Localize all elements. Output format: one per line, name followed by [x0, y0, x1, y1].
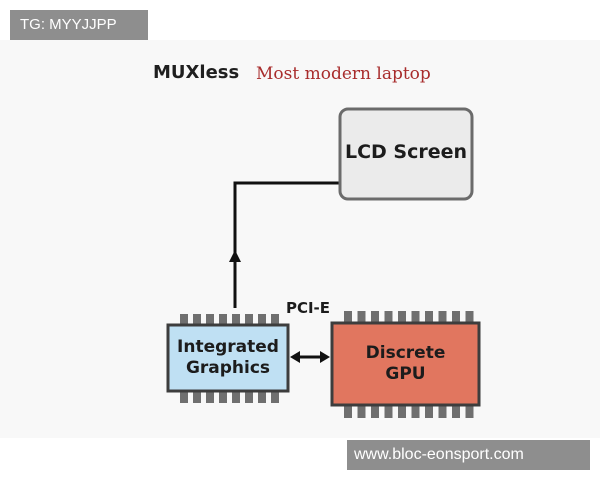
- igpu-pin-bottom: [219, 390, 227, 403]
- igpu-pin-top: [193, 314, 201, 327]
- dgpu-pin-bottom: [425, 404, 433, 418]
- lcd-screen-box: [338, 107, 474, 201]
- dgpu-pin-bottom: [371, 404, 379, 418]
- igpu-pin-top: [245, 314, 253, 327]
- dgpu-pin-bottom: [465, 404, 474, 418]
- discrete-gpu-chip: [330, 321, 481, 407]
- igpu-pin-bottom: [245, 390, 253, 403]
- dgpu-pin-top: [384, 311, 393, 325]
- dgpu-pin-top: [344, 311, 352, 325]
- igpu-pin-bottom: [206, 390, 214, 403]
- lcd-screen-label: LCD Screen: [344, 141, 468, 163]
- dgpu-pin-bottom: [344, 404, 352, 418]
- dgpu-pin-top: [371, 311, 379, 325]
- igpu-pin-bottom: [193, 390, 201, 403]
- integrated-graphics-label-line2: Graphics: [185, 358, 271, 378]
- pcie-arrow-left: [290, 351, 300, 363]
- igpu-pin-bottom: [180, 390, 188, 403]
- dgpu-pin-bottom: [438, 404, 447, 418]
- dgpu-pin-top: [425, 311, 433, 325]
- dgpu-pin-bottom: [384, 404, 393, 418]
- integrated-graphics-label: Integrated Graphics: [168, 337, 288, 379]
- igpu-pin-bottom: [258, 390, 266, 403]
- integrated-graphics-label-line1: Integrated: [177, 337, 279, 357]
- watermark-bottom: www.bloc-eonsport.com: [347, 440, 590, 470]
- igpu-pin-top: [206, 314, 214, 327]
- diagram-panel: [0, 40, 600, 438]
- discrete-gpu-label: Discrete GPU: [332, 343, 479, 385]
- dgpu-pin-top: [398, 311, 406, 325]
- dgpu-pin-bottom: [411, 404, 420, 418]
- pcie-label: PCI-E: [285, 299, 331, 317]
- igpu-pin-bottom: [232, 390, 240, 403]
- igpu-pins: [180, 314, 279, 403]
- igpu-pin-top: [271, 314, 279, 327]
- dgpu-pin-top: [465, 311, 474, 325]
- dgpu-pin-bottom: [452, 404, 460, 418]
- diagram-title: MUXless: [153, 62, 240, 83]
- pcie-arrow-right: [320, 351, 330, 363]
- igpu-pin-top: [258, 314, 266, 327]
- dgpu-pins: [344, 311, 474, 418]
- igpu-pin-top: [219, 314, 227, 327]
- watermark-top: TG: MYYJJPP: [10, 10, 148, 40]
- integrated-graphics-chip: [166, 323, 290, 393]
- igpu-pin-top: [180, 314, 188, 327]
- igpu-pin-top: [232, 314, 240, 327]
- dgpu-pin-top: [411, 311, 420, 325]
- dgpu-pin-top: [438, 311, 447, 325]
- discrete-gpu-label-line2: GPU: [385, 364, 426, 384]
- dgpu-pin-top: [357, 311, 366, 325]
- display-connection-line: [233, 181, 340, 308]
- diagram-subtitle: Most modern laptop: [256, 64, 431, 84]
- dgpu-pin-top: [452, 311, 460, 325]
- igpu-pin-bottom: [271, 390, 279, 403]
- display-arrow-head: [229, 250, 241, 262]
- dgpu-pin-bottom: [357, 404, 366, 418]
- dgpu-pin-bottom: [398, 404, 406, 418]
- discrete-gpu-label-line1: Discrete: [365, 343, 446, 363]
